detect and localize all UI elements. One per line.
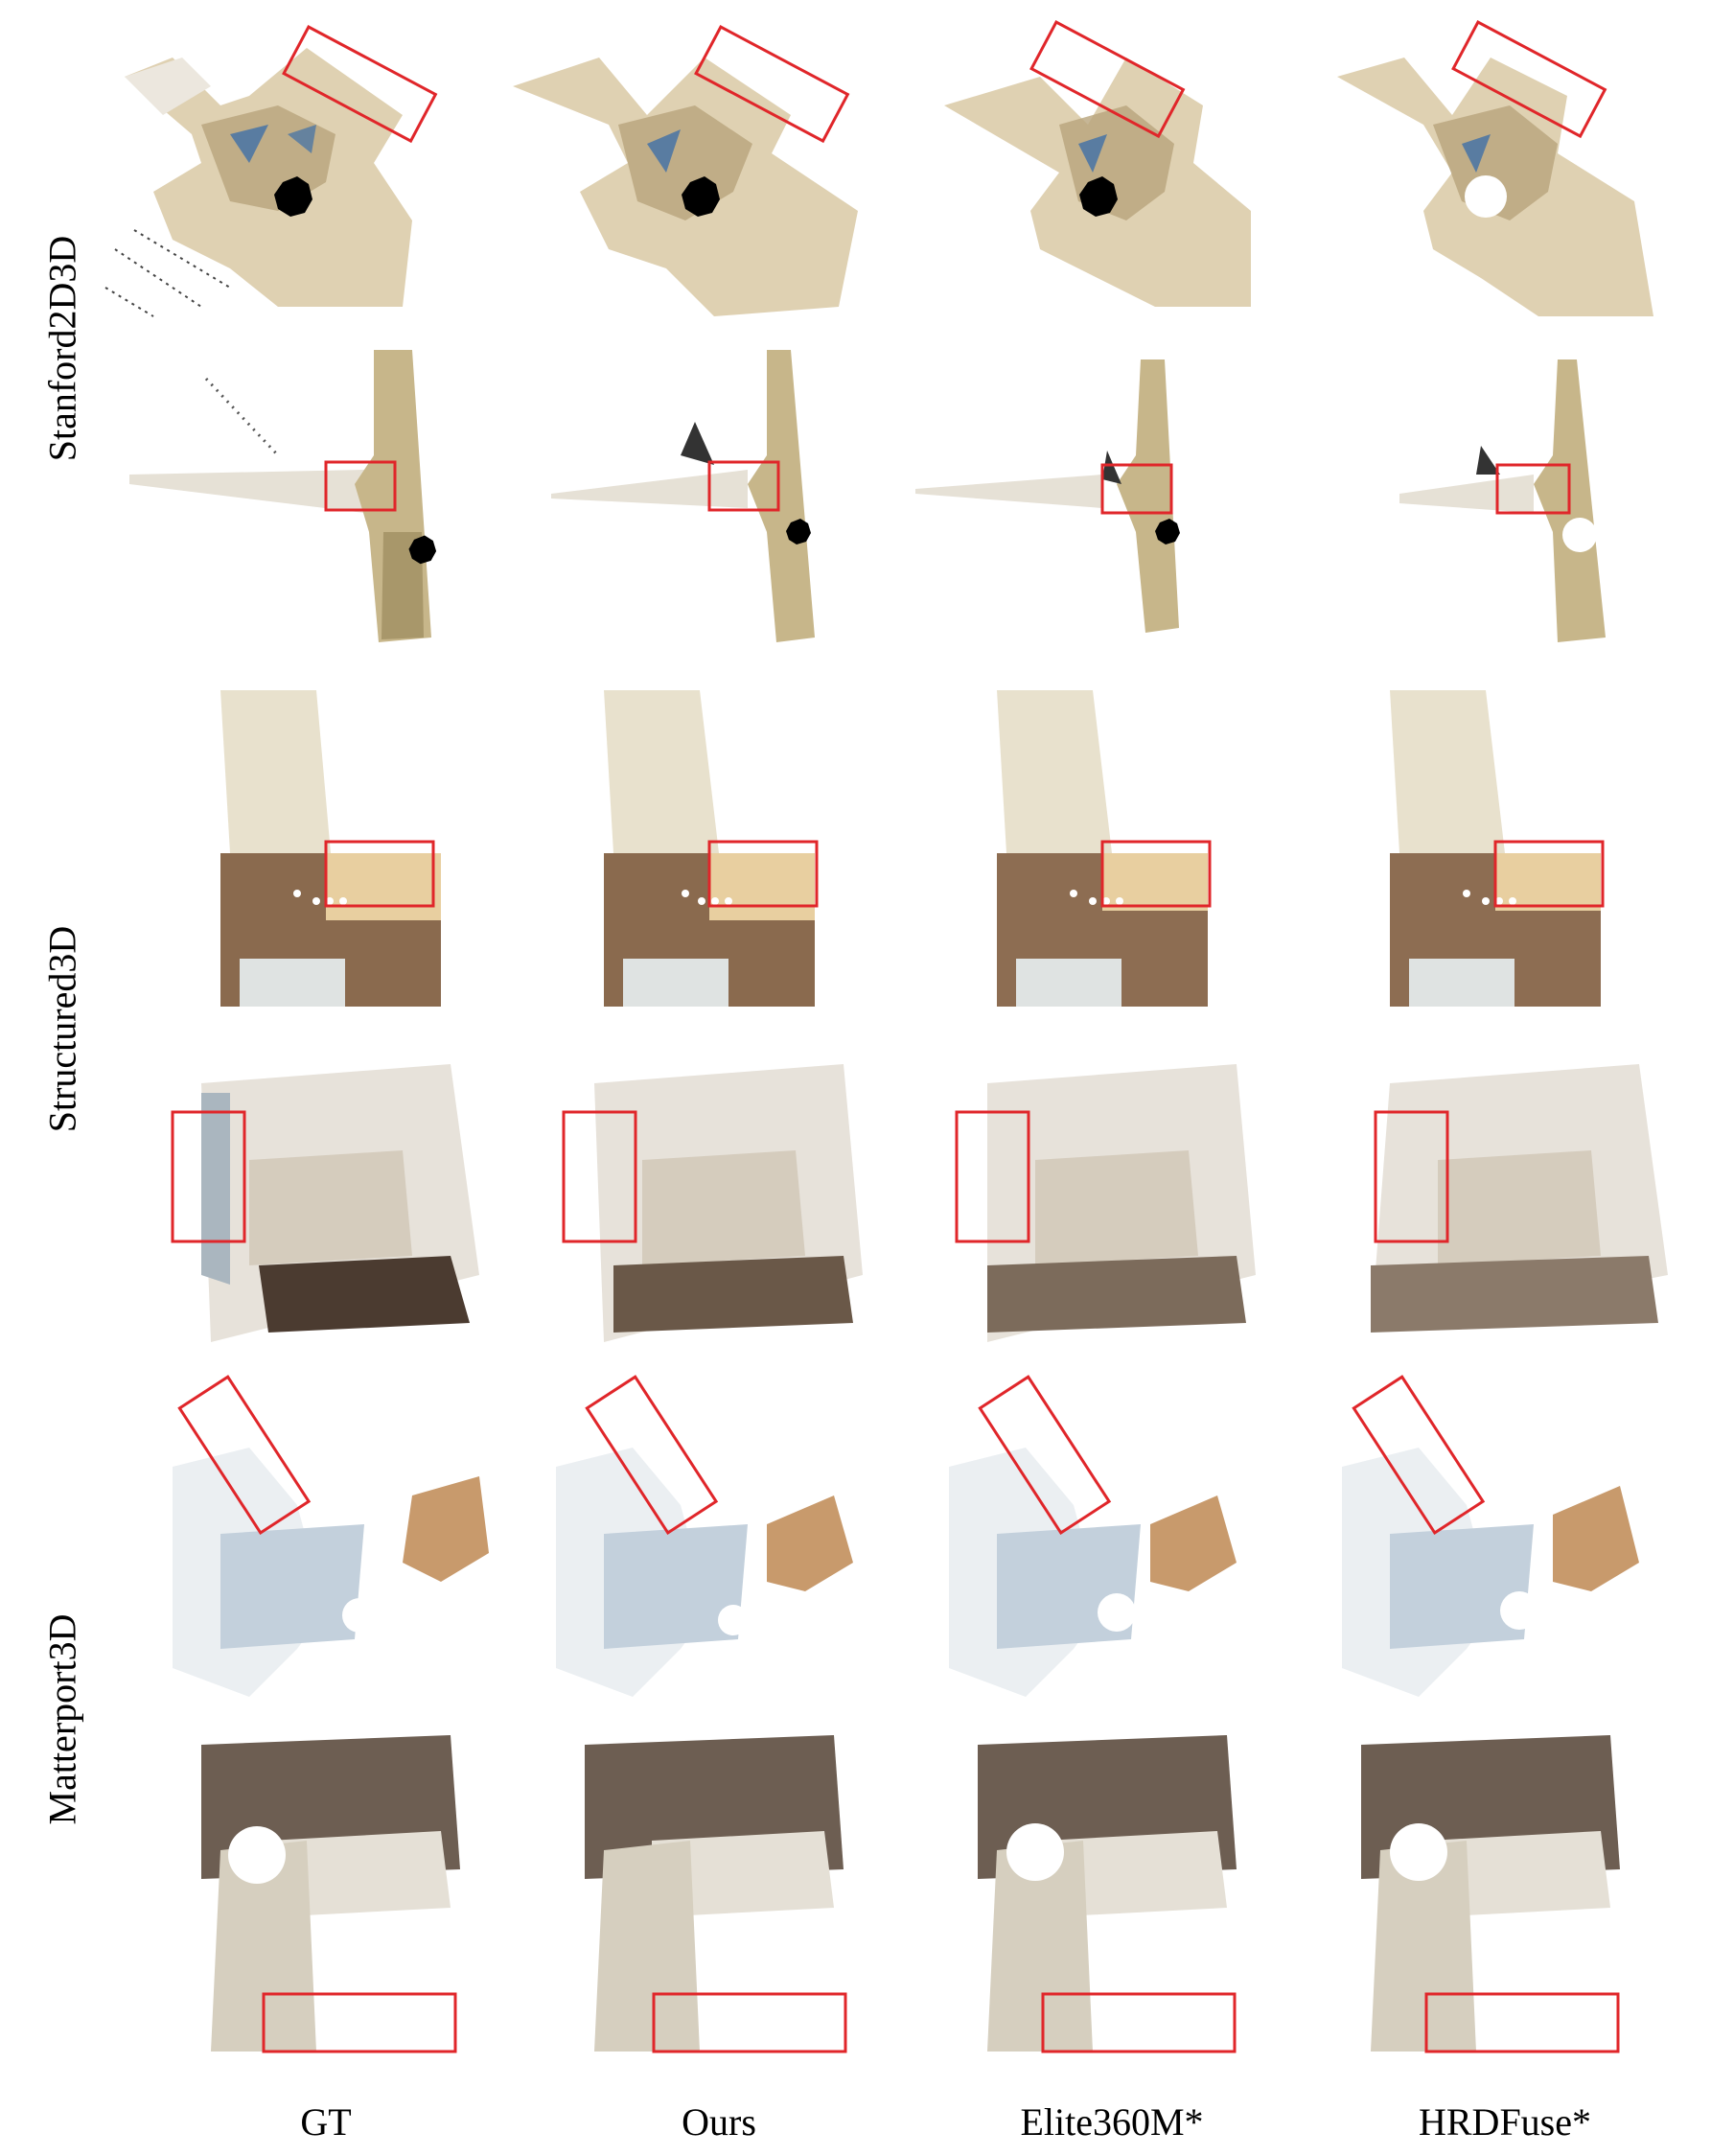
panel-row1-hrdfuse xyxy=(1328,19,1711,326)
column-label-elite360m: Elite360M* xyxy=(1020,2100,1204,2144)
panel-row5-hrdfuse xyxy=(1332,1375,1697,1716)
panel-row3-gt xyxy=(211,671,441,1016)
panel-row4-gt xyxy=(163,1035,489,1352)
panel-row2-hrdfuse xyxy=(1399,340,1687,647)
panel-row6-hrdfuse xyxy=(1352,1735,1639,2061)
panel-row2-elite360m xyxy=(911,340,1227,647)
panel-row1-ours xyxy=(494,19,877,326)
column-label-ours: Ours xyxy=(682,2100,756,2144)
panel-row1-elite360m xyxy=(935,19,1318,326)
panel-row6-elite360m xyxy=(968,1735,1256,2061)
panel-row5-ours xyxy=(546,1375,911,1716)
panel-row3-hrdfuse xyxy=(1380,671,1610,1016)
panel-row3-ours xyxy=(594,671,824,1016)
panel-row4-hrdfuse xyxy=(1352,1035,1677,1352)
dataset-label-matterport3d: Matterport3D xyxy=(40,1613,84,1825)
panel-row3-elite360m xyxy=(987,671,1217,1016)
panel-row5-elite360m xyxy=(939,1375,1304,1716)
panel-row2-ours xyxy=(546,340,863,647)
panel-row2-gt xyxy=(115,340,479,647)
column-label-hrdfuse: HRDFuse* xyxy=(1418,2100,1592,2144)
panel-row4-ours xyxy=(556,1035,882,1352)
column-label-gt: GT xyxy=(300,2100,352,2144)
panel-row1-gt xyxy=(86,19,470,326)
panel-row6-ours xyxy=(575,1735,863,2061)
dataset-label-stanford2d3d: Stanford2D3D xyxy=(40,235,84,462)
panel-row4-elite360m xyxy=(949,1035,1275,1352)
panel-row6-gt xyxy=(192,1735,479,2061)
dataset-label-structured3d: Structured3D xyxy=(40,925,84,1133)
panel-row5-gt xyxy=(163,1375,527,1716)
